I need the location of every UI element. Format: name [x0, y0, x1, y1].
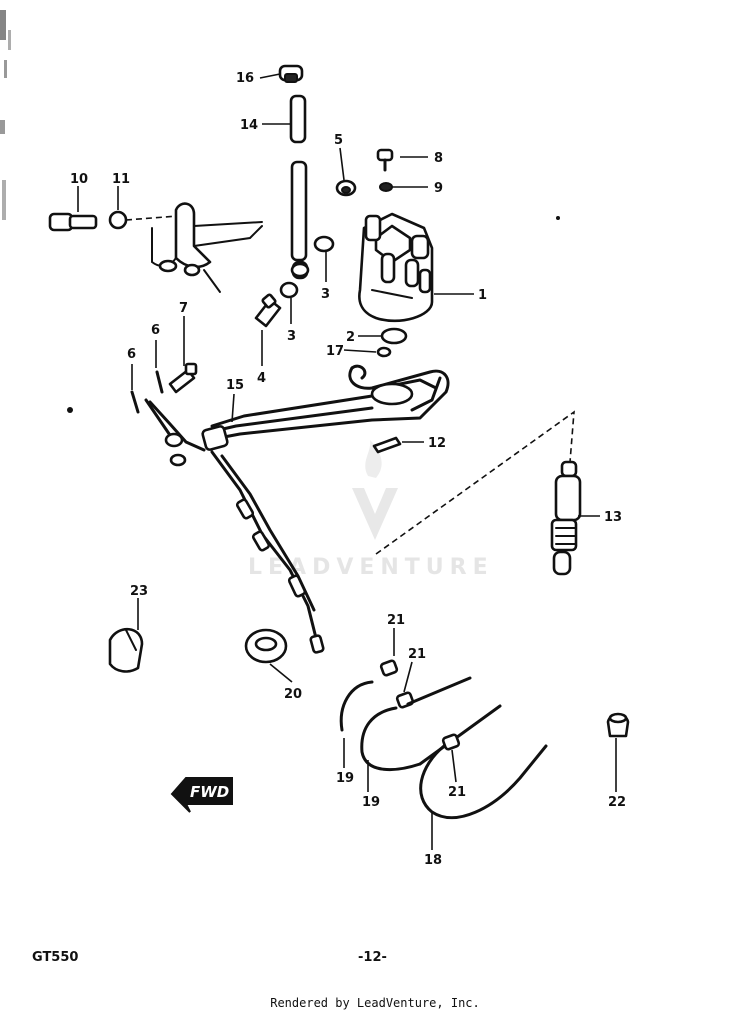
callout-6-b: 6 [127, 347, 136, 362]
part-15-harness [144, 364, 450, 654]
part-6-pin-a [130, 390, 140, 414]
part-23-clamp [108, 627, 144, 673]
part-4-bolt [254, 293, 282, 328]
callout-7: 7 [179, 301, 188, 316]
callout-16: 16 [236, 71, 254, 86]
callout-18: 18 [424, 853, 442, 868]
part-3-washer-c [290, 262, 310, 278]
callout-5: 5 [334, 133, 343, 148]
part-3-washer-a [313, 235, 335, 253]
callout-labels: 16 14 5 8 9 10 11 1 2 17 3 3 4 6 6 7 15 … [70, 71, 626, 868]
part-6-pin-b [155, 370, 164, 394]
part-13-gear [550, 460, 582, 576]
callout-1: 1 [478, 288, 487, 303]
part-19-hose-b [360, 676, 502, 772]
part-5-grommet [335, 179, 357, 197]
callout-4: 4 [257, 371, 266, 386]
part-8-screw [376, 148, 394, 172]
part-22-cap [606, 712, 630, 738]
part-3-washer-b [279, 281, 299, 299]
fwd-label: FWD [190, 783, 229, 801]
part-16-clamp [278, 64, 304, 83]
model-label: GT550 [32, 950, 79, 965]
watermark-logo: LEADVENTURE [248, 440, 494, 580]
part-9-washer [379, 182, 393, 192]
callout-20: 20 [284, 687, 302, 702]
callout-2: 2 [346, 330, 355, 345]
callout-14: 14 [240, 118, 258, 133]
callout-19-a: 19 [336, 771, 354, 786]
part-21-cap-c [441, 733, 461, 751]
part-17-washer [376, 346, 392, 358]
scan-dot [556, 216, 560, 220]
callout-23: 23 [130, 584, 148, 599]
bracket-assembly [151, 202, 263, 293]
callout-8: 8 [434, 151, 443, 166]
part-2-spacer [380, 327, 408, 345]
part-12-screw [372, 436, 402, 454]
render-credit: Rendered by LeadVenture, Inc. [270, 996, 480, 1010]
callout-21-c: 21 [448, 785, 466, 800]
part-1-housing [358, 212, 434, 323]
leader-lines [77, 73, 617, 850]
part-18-hose [419, 744, 548, 820]
fwd-arrow-badge: FWD [170, 777, 233, 813]
callout-6-a: 6 [151, 323, 160, 338]
callout-11: 11 [112, 172, 130, 187]
watermark-text: LEADVENTURE [248, 555, 494, 580]
scan-noise [0, 10, 11, 220]
part-21-cap-b [395, 691, 415, 709]
part-7-bolt [168, 362, 198, 394]
callout-22: 22 [608, 795, 626, 810]
callout-21-a: 21 [387, 613, 405, 628]
callout-10: 10 [70, 172, 88, 187]
callout-9: 9 [434, 181, 443, 196]
part-21-cap-a [379, 659, 399, 677]
part-20-grommet [244, 628, 288, 664]
callout-3-b: 3 [287, 329, 296, 344]
callout-17: 17 [326, 344, 344, 359]
part-14-tube [289, 94, 307, 144]
part-11-nut [108, 210, 128, 230]
callout-13: 13 [604, 510, 622, 525]
page-number: -12- [358, 950, 387, 965]
part-tube-lower [290, 160, 309, 280]
callout-3-a: 3 [321, 287, 330, 302]
part-10-bolt [48, 212, 98, 232]
callout-19-b: 19 [362, 795, 380, 810]
scan-dot [67, 407, 73, 413]
callout-21-b: 21 [408, 647, 426, 662]
part-19-hose-a [339, 680, 374, 732]
callout-12: 12 [428, 436, 446, 451]
callout-15: 15 [226, 378, 244, 393]
